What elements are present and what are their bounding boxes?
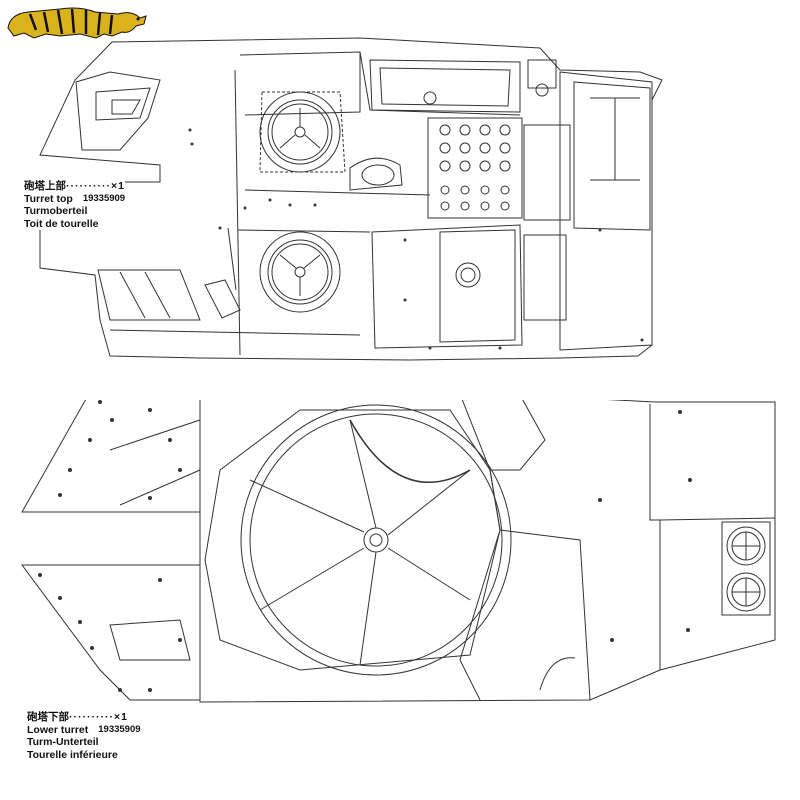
- ventilator-grilles: [721, 521, 771, 616]
- loader-hatch: [259, 231, 341, 313]
- lower-turret-name-fr: Tourelle inférieure: [27, 748, 118, 761]
- turret-top-part-number: 19335909: [82, 192, 126, 204]
- lower-turret-part-number: 19335909: [98, 723, 141, 735]
- lower-turret-lower-wing: [21, 564, 201, 701]
- lower-turret-quantity: ··········×1: [69, 711, 128, 723]
- lower-turret-label: 砲塔下部 ··········×1 Lower turret 19335909 …: [27, 711, 141, 761]
- turret-top-rivets: [188, 128, 644, 350]
- turret-ring: [204, 404, 512, 676]
- turret-top-name-en: Turret top: [24, 192, 73, 205]
- turret-top-rear-box: [559, 71, 653, 351]
- turret-top-outline: [39, 37, 663, 361]
- lower-turret-upper-wing: [21, 400, 201, 513]
- lower-turret-body: [199, 400, 776, 703]
- turret-top-label: 砲塔上部 ··········×1 Turret top 19335909 Tu…: [24, 180, 126, 230]
- commander-hatch: [259, 91, 346, 173]
- lower-turret-name-en: Lower turret: [27, 723, 89, 736]
- lower-turret-name-de: Turm-Unterteil: [27, 736, 99, 748]
- vision-block-grid: [427, 117, 523, 219]
- turret-top-quantity: ··········×1: [66, 180, 125, 192]
- turret-top-drawing: [39, 37, 663, 361]
- lower-turret-rivets: [38, 400, 692, 692]
- turret-top-name-de: Turmoberteil: [24, 205, 88, 217]
- lower-turret-jp-label: 砲塔下部: [27, 711, 69, 723]
- turret-top-jp-label: 砲塔上部: [24, 180, 66, 192]
- tiger-icon: [7, 7, 147, 39]
- turret-top-name-fr: Toit de tourelle: [24, 217, 99, 230]
- lower-turret-drawing: [21, 400, 776, 703]
